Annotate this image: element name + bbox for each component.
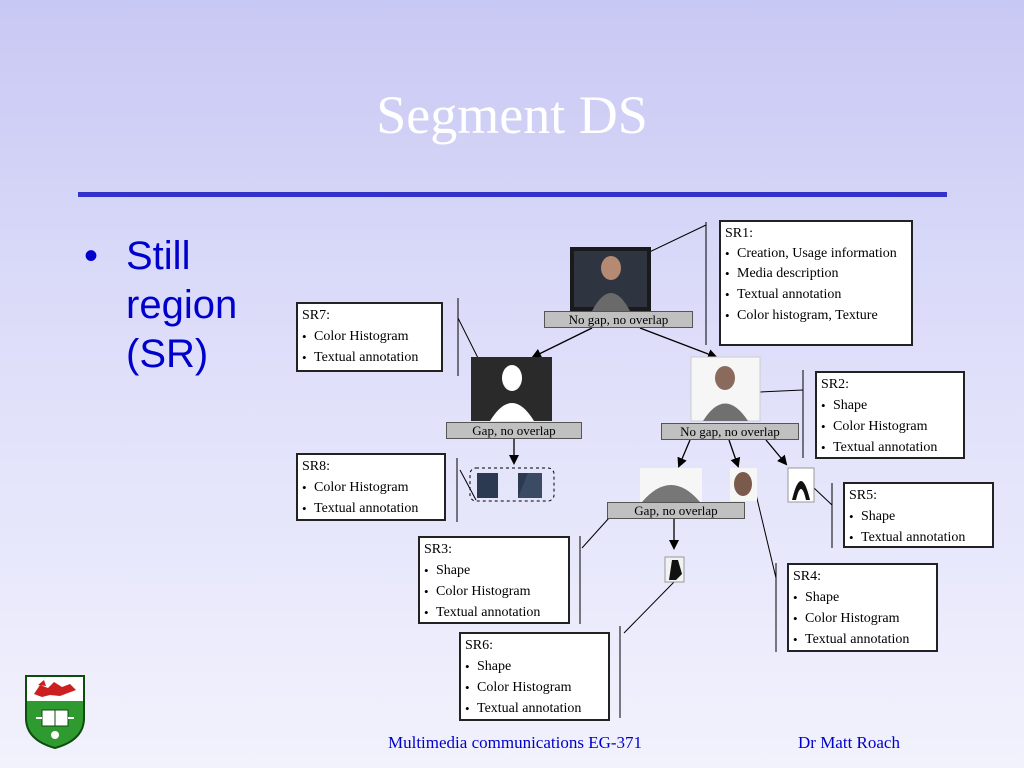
- sr5-header: SR5:: [849, 488, 878, 503]
- relation-tag-right: No gap, no overlap: [661, 423, 799, 440]
- sr6-header: SR6:: [465, 638, 494, 653]
- sr5-item: Shape: [849, 506, 988, 527]
- sr5-box: SR5: Shape Textual annotation: [843, 482, 994, 548]
- title-divider: [78, 192, 947, 197]
- slide-title: Segment DS: [376, 85, 648, 145]
- sr7-box: SR7: Color Histogram Textual annotation: [296, 302, 443, 372]
- sr6-item: Shape: [465, 656, 604, 677]
- dashed-group: [469, 467, 555, 502]
- edge-root-right: [639, 327, 718, 359]
- sr3-header: SR3:: [424, 542, 453, 557]
- sr2-item: Textual annotation: [821, 437, 959, 458]
- bullet-list: Still region (SR): [84, 232, 296, 379]
- face-region-image: [730, 468, 757, 501]
- relation-tag-lower: Gap, no overlap: [607, 502, 745, 519]
- person-region-image: [690, 356, 761, 422]
- sr4-item: Textual annotation: [793, 629, 932, 650]
- footer-course: Multimedia communications EG-371: [388, 733, 643, 752]
- sr6-box: SR6: Shape Color Histogram Textual annot…: [459, 632, 610, 721]
- sr3-item: Shape: [424, 560, 564, 581]
- body-region-image: [640, 468, 702, 502]
- leader-lines: [456, 222, 833, 718]
- edge-right-sr5: [765, 439, 788, 466]
- sr1-item: Color histogram, Texture: [725, 305, 907, 326]
- bullet-item: Still region (SR): [84, 232, 296, 379]
- sr3-box: SR3: Shape Color Histogram Textual annot…: [418, 536, 570, 624]
- sr8-header: SR8:: [302, 459, 331, 474]
- relation-tag-left: Gap, no overlap: [446, 422, 582, 439]
- sr1-header: SR1:: [725, 226, 754, 241]
- sr3-item: Color Histogram: [424, 581, 564, 602]
- sr8-box: SR8: Color Histogram Textual annotation: [296, 453, 446, 521]
- sr1-item: Creation, Usage information: [725, 244, 907, 263]
- relation-tag-root: No gap, no overlap: [544, 311, 693, 328]
- sr7-item: Textual annotation: [302, 347, 437, 368]
- sr2-item: Color Histogram: [821, 416, 959, 437]
- sr4-header: SR4:: [793, 569, 822, 584]
- sr2-box: SR2: Shape Color Histogram Textual annot…: [815, 371, 965, 459]
- tree-edges: [509, 327, 788, 550]
- small-region-image: [664, 556, 685, 583]
- sr8-item: Color Histogram: [302, 477, 440, 498]
- sr5-item: Textual annotation: [849, 527, 988, 548]
- sr4-item: Color Histogram: [793, 608, 932, 629]
- sr2-header: SR2:: [821, 377, 850, 392]
- sr4-box: SR4: Shape Color Histogram Textual annot…: [787, 563, 938, 652]
- edge-right-sr4: [728, 439, 741, 468]
- sr3-item: Textual annotation: [424, 602, 564, 623]
- sr2-item: Shape: [821, 395, 959, 416]
- hair-region-image: [787, 467, 815, 503]
- sr1-item: Media description: [725, 263, 907, 284]
- sr6-item: Color Histogram: [465, 677, 604, 698]
- sr7-item: Color Histogram: [302, 326, 437, 347]
- sr1-box: SR1: Creation, Usage information Media d…: [719, 220, 913, 346]
- sr8-item: Textual annotation: [302, 498, 440, 519]
- sr1-item: Textual annotation: [725, 284, 907, 305]
- root-frame-image: [570, 247, 651, 311]
- sr7-header: SR7:: [302, 308, 331, 323]
- sr4-item: Shape: [793, 587, 932, 608]
- university-crest-logo: [25, 675, 85, 750]
- edge-root-left: [531, 327, 593, 358]
- sr6-item: Textual annotation: [465, 698, 604, 719]
- edge-right-sr3: [677, 439, 691, 468]
- footer-author: Dr Matt Roach: [798, 733, 900, 752]
- background-region-image: [471, 357, 552, 421]
